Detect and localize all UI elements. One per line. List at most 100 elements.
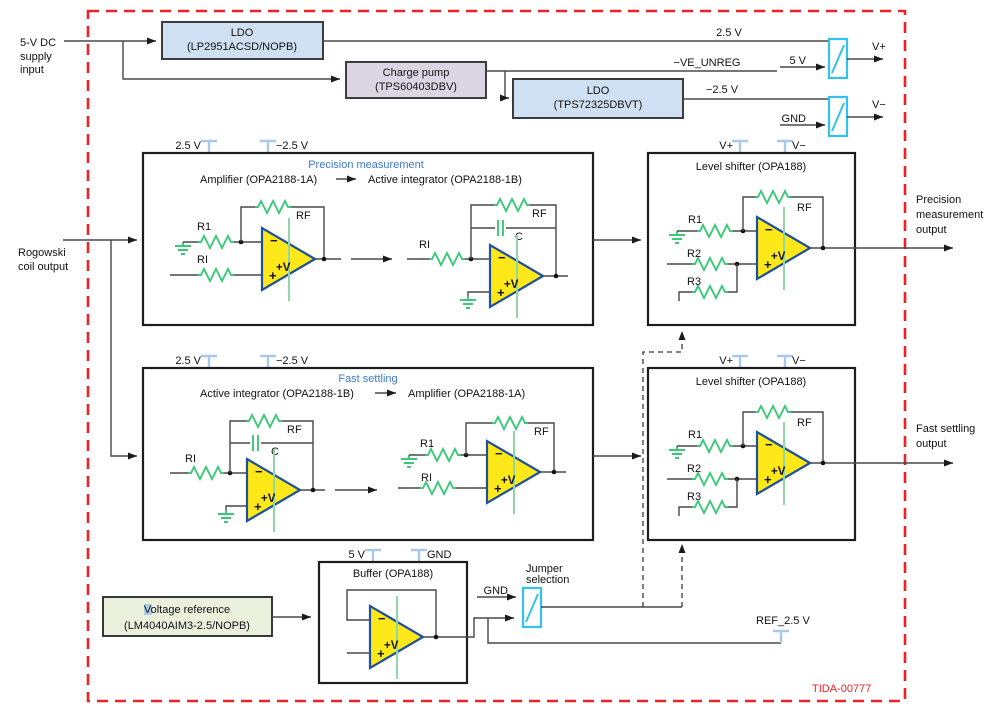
opamp-plus: +	[497, 285, 505, 300]
junction-dot	[321, 256, 327, 262]
opamp-vcc: +V	[261, 493, 276, 505]
opamp-vcc: +V	[771, 251, 786, 263]
c-label: C	[515, 231, 523, 243]
buffer-opamp: − + +V	[346, 589, 465, 681]
ref-out-label: REF_2.5 V	[756, 615, 810, 627]
feedback-wire	[742, 411, 824, 463]
fast-heading: Fast settling	[338, 373, 397, 385]
supply-tee-icon	[199, 139, 219, 155]
vminus-label: V−	[872, 99, 886, 111]
r2-label: R2	[687, 463, 701, 475]
fast-output-label: Fast settling	[916, 423, 975, 435]
junction-dot	[433, 634, 439, 640]
vref-block	[102, 596, 273, 637]
junction-dot	[820, 245, 826, 251]
junction-dot	[820, 460, 826, 466]
supply-tee-icon	[363, 548, 383, 564]
rf-label: RF	[296, 210, 311, 222]
fast-amplifier: R1 RF RI − + +V	[398, 416, 566, 516]
precision-stage2-label: Active integrator (OPA2188-1B)	[368, 174, 522, 186]
level-shifter-title: Level shifter (OPA188)	[696, 161, 806, 173]
fast-integrator: RI RF C − + +V	[170, 414, 325, 534]
precision-rail-neg: −2.5 V	[276, 140, 309, 152]
vplus-label: V+	[872, 41, 886, 53]
ldo1-part: (LP2951ACSD/NOPB)	[187, 41, 297, 53]
5v-label: 5 V	[789, 55, 806, 67]
feedback-wire	[742, 196, 824, 248]
ldo2-in-wire	[500, 71, 509, 102]
vminus-jumper-icon	[827, 95, 849, 138]
ref-to-shifter1-dash	[642, 331, 686, 607]
fast-rail-neg: −2.5 V	[276, 355, 309, 367]
shifter-rail-pos: V+	[719, 355, 733, 367]
charge-pump-name: Charge pump	[383, 67, 450, 79]
r2-label: R2	[687, 248, 701, 260]
ldo2-block	[512, 78, 684, 119]
shifter-rail-neg: V−	[792, 355, 806, 367]
r1-label: R1	[688, 429, 702, 441]
ri-label: RI	[421, 472, 432, 484]
rail-neg2v5-label: −2.5 V	[706, 84, 739, 96]
ri-label: RI	[197, 254, 208, 266]
ri-label: RI	[419, 239, 430, 251]
highlight	[144, 604, 152, 615]
r3-label: R3	[687, 491, 701, 503]
opamp-plus: +	[764, 472, 772, 487]
opamp-vcc: +V	[771, 466, 786, 478]
gnd-label: GND	[484, 585, 509, 597]
reference-section: Voltage reference (LM4040AIM3-2.5/NOPB) …	[102, 331, 810, 685]
plus-gnd-wire	[225, 505, 247, 510]
junction-dot	[553, 273, 559, 279]
ri-label: RI	[185, 453, 196, 465]
rf-label: RF	[797, 417, 812, 429]
supply-tee-icon	[775, 139, 795, 155]
opamp: − + +V	[755, 420, 812, 507]
opamp-minus: −	[765, 222, 773, 237]
supply-tee-icon	[730, 139, 750, 155]
opamp-minus: −	[255, 464, 263, 479]
buffer-rail-pos: 5 V	[348, 549, 365, 561]
opamp-vcc: +V	[501, 475, 516, 487]
rf-label: RF	[532, 208, 547, 220]
level-shifter-box	[646, 366, 857, 542]
buffer-title: Buffer (OPA188)	[353, 568, 433, 580]
fast-rail-pos: 2.5 V	[175, 355, 201, 367]
opamp-plus: +	[254, 499, 262, 514]
ref-rail-wire	[487, 618, 781, 644]
vref-part: (LM4040AIM3-2.5/NOPB)	[124, 620, 250, 632]
supply-input-label: 5-V DC	[20, 37, 56, 49]
junction-dot	[551, 469, 557, 475]
feedback-wire	[346, 589, 437, 637]
rogowski-input: Rogowski coil output	[18, 236, 137, 460]
r1-label: R1	[688, 214, 702, 226]
plus-gnd-wire	[467, 291, 490, 296]
buffer-out-wire	[465, 614, 514, 638]
feedback-wire	[240, 206, 325, 259]
ldo1-block	[161, 21, 324, 60]
opamp-plus: +	[269, 268, 277, 283]
supply-tee-icon	[409, 548, 429, 564]
precision-chain: 2.5 V −2.5 V Precision measurement Ampli…	[141, 139, 983, 327]
design-boundary	[86, 9, 907, 703]
level-shifter-2: R1 RF R2 R3 − + +V	[667, 405, 855, 516]
precision-output-label: measurement	[916, 209, 983, 221]
fast-stage1-label: Active integrator (OPA2188-1B)	[200, 388, 354, 400]
opamp-vcc: +V	[504, 279, 519, 291]
supply-tee-icon	[771, 629, 791, 645]
rogowski-label: Rogowski	[18, 247, 66, 259]
shifter-rail-neg: V−	[792, 140, 806, 152]
opamp-minus: −	[270, 233, 278, 248]
supply-tee-icon	[258, 354, 278, 370]
r3-wire	[678, 264, 738, 301]
vplus-jumper-icon	[827, 37, 849, 80]
supply-input-label: supply	[20, 51, 52, 63]
tida-label: TIDA-00777	[812, 683, 871, 695]
opamp-vcc: +V	[276, 262, 291, 274]
rail-neg-unreg-label: −VE_UNREG	[674, 57, 741, 69]
opamp-plus: +	[494, 481, 502, 496]
opamp: − + +V	[485, 429, 542, 516]
rf-label: RF	[287, 424, 302, 436]
feedback-wire	[470, 204, 557, 276]
jumper-selection-label: selection	[526, 574, 569, 586]
junction-dot	[310, 487, 316, 493]
